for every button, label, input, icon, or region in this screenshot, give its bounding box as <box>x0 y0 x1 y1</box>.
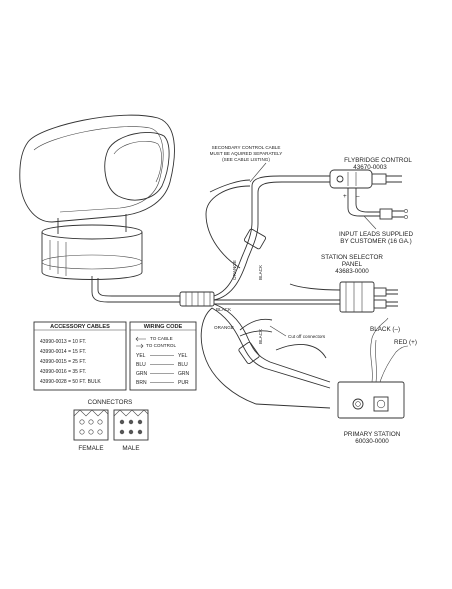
svg-text:SECONDARY CONTROL CABLE: SECONDARY CONTROL CABLE <box>212 145 281 150</box>
wiring-code-title: WIRING CODE <box>144 324 183 330</box>
svg-text:60030-0000: 60030-0000 <box>355 438 389 445</box>
flybridge-plus: + <box>343 193 347 200</box>
connectors-title: CONNECTORS <box>88 399 133 406</box>
svg-text:BY CUSTOMER (16 GA.): BY CUSTOMER (16 GA.) <box>340 238 412 245</box>
primary-station <box>337 317 409 419</box>
input-leads-label: INPUT LEADS SUPPLIED BY CUSTOMER (16 GA.… <box>339 215 414 245</box>
male-label: MALE <box>122 445 139 452</box>
svg-text:PRIMARY STATION: PRIMARY STATION <box>344 431 401 438</box>
svg-text:FLYBRIDGE CONTROL: FLYBRIDGE CONTROL <box>344 157 412 164</box>
wiring-right: PUR <box>178 380 189 386</box>
svg-text:PANEL: PANEL <box>342 261 363 268</box>
wiring-right: YEL <box>178 353 188 359</box>
station-selector-label: STATION SELECTOR PANEL 43683-0000 <box>321 254 383 275</box>
svg-text:STATION SELECTOR: STATION SELECTOR <box>321 254 383 261</box>
to-control-label: TO CONTROL <box>146 343 176 348</box>
red-pos-label: RED (+) <box>394 339 417 346</box>
wiring-left: BLU <box>136 362 146 368</box>
flybridge-label: FLYBRIDGE CONTROL 43670-0003 <box>344 157 412 171</box>
secondary-cable-label: SECONDARY CONTROL CABLE MUST BE AQUIRED … <box>210 145 283 183</box>
primary-cable <box>200 303 331 409</box>
station-selector-panel <box>214 281 398 313</box>
flybridge-control: + – <box>329 169 408 220</box>
wiring-right: BLU <box>178 362 188 368</box>
accessory-item: 43990-0015 = 25 FT. <box>40 359 86 365</box>
svg-text:(SEE CABLE LISTING): (SEE CABLE LISTING) <box>222 157 270 162</box>
flybridge-minus: – <box>356 193 360 200</box>
accessory-item: 43990-0016 = 35 FT. <box>40 369 86 375</box>
svg-text:43683-0000: 43683-0000 <box>335 268 369 275</box>
searchlight <box>19 114 175 280</box>
wiring-right: GRN <box>178 371 190 377</box>
wiring-code-box: WIRING CODE TO CABLE TO CONTROL YEL YEL … <box>129 321 197 391</box>
accessory-item: 43990-0014 = 15 FT. <box>40 349 86 355</box>
to-cable-label: TO CABLE <box>150 336 173 341</box>
secondary-cable <box>205 175 330 301</box>
accessory-item: 43990-0028 = 50 FT. BULK <box>40 379 101 385</box>
wiring-left: GRN <box>136 371 148 377</box>
wire-orange-label: ORANGE <box>232 260 237 280</box>
accessory-cables-box: ACCESSORY CABLES 43990-0013 = 10 FT. 439… <box>33 321 127 391</box>
cut-off-label: Cut off connectors <box>288 334 326 339</box>
wiring-left: YEL <box>136 353 146 359</box>
female-label: FEMALE <box>78 445 103 452</box>
svg-text:43670-0003: 43670-0003 <box>353 164 387 171</box>
accessory-item: 43990-0013 = 10 FT. <box>40 339 86 345</box>
connectors-diagram: CONNECTORS FEMALE MALE <box>73 399 149 452</box>
primary-station-label: PRIMARY STATION 60030-0000 <box>344 431 401 445</box>
wire-orange-label-2: ORANGE <box>214 325 234 330</box>
wiring-left: BRN <box>136 380 147 386</box>
svg-text:INPUT LEADS SUPPLIED: INPUT LEADS SUPPLIED <box>339 231 414 238</box>
wire-black-label-2: BLACK <box>216 307 232 312</box>
black-neg-label: BLACK (–) <box>370 326 400 333</box>
wire-black-label-3: BLACK <box>258 328 263 344</box>
accessory-cables-title: ACCESSORY CABLES <box>50 324 110 330</box>
svg-text:MUST BE AQUIRED SEPARATELY: MUST BE AQUIRED SEPARATELY <box>210 151 283 156</box>
main-cable <box>91 276 215 307</box>
wire-black-label: BLACK <box>258 264 263 280</box>
